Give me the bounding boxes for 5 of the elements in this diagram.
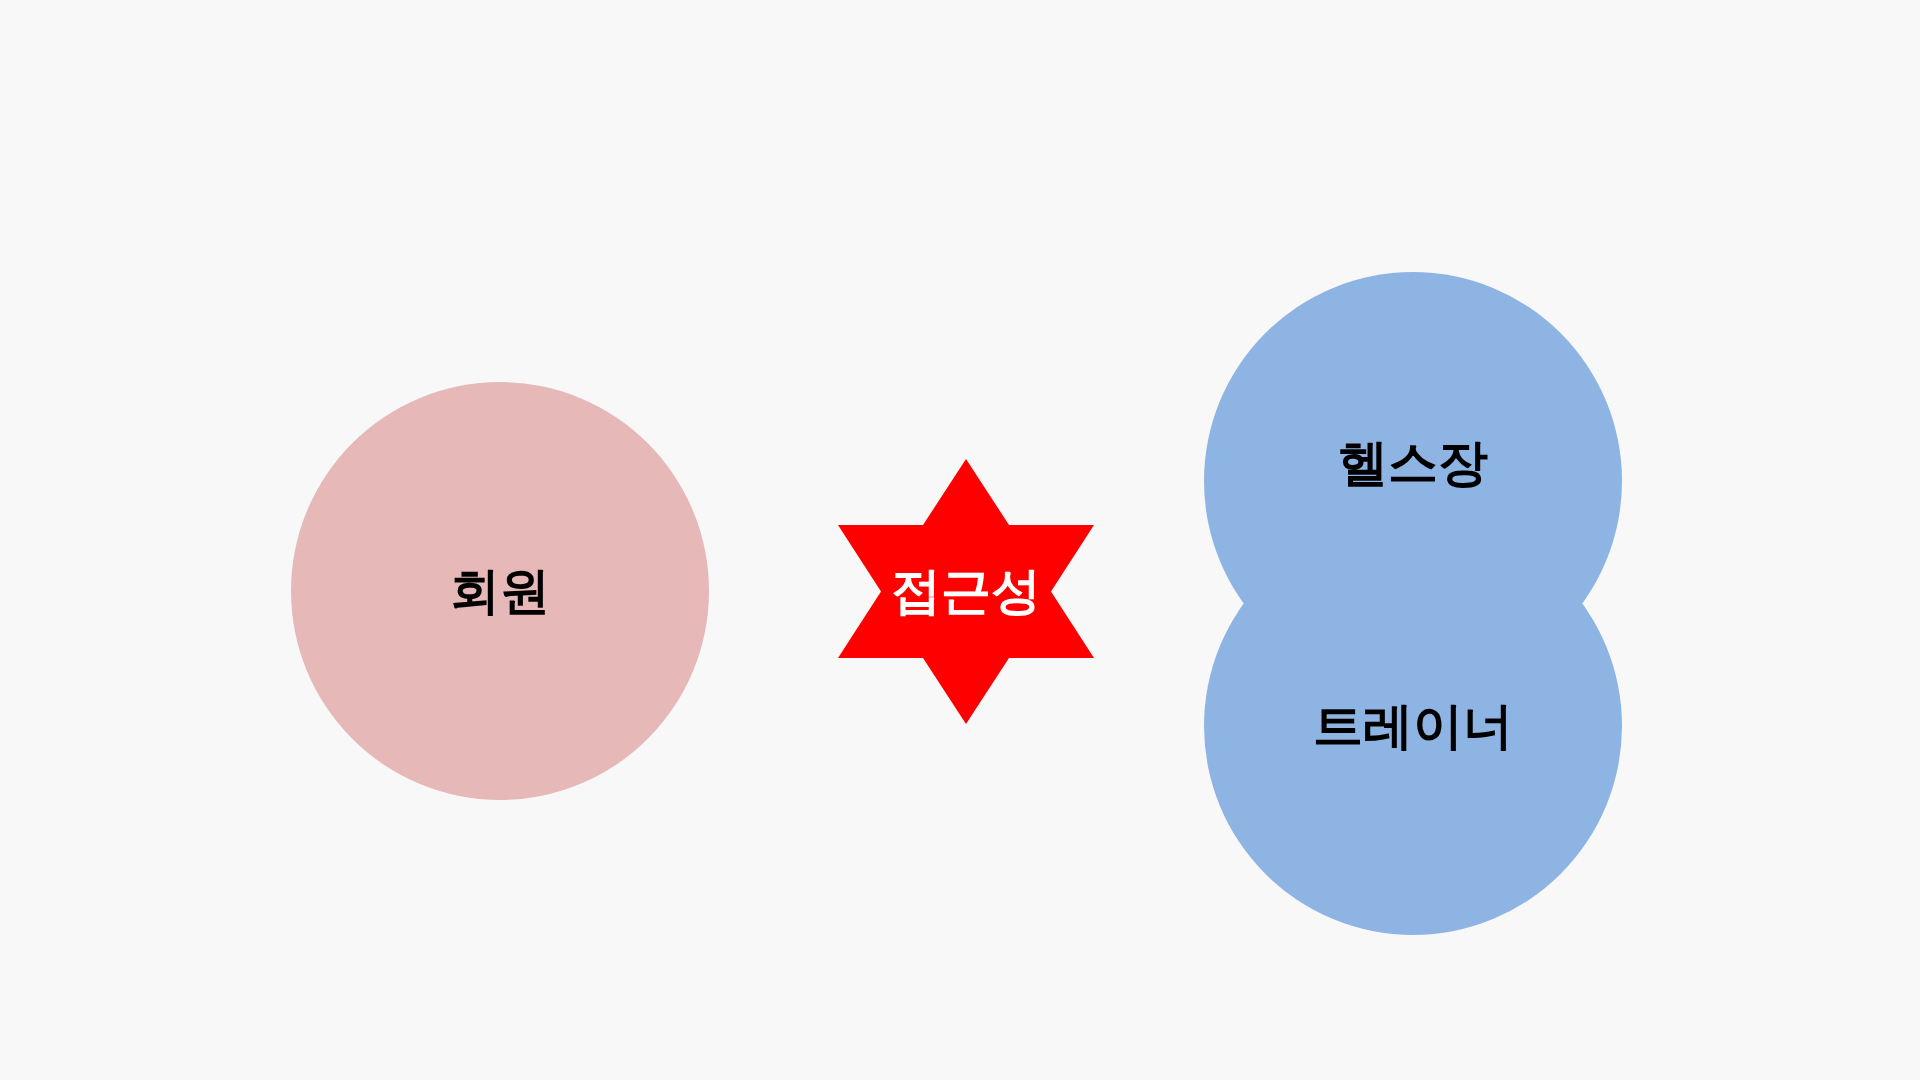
node-label: 접근성 [891,561,1041,622]
node-label: 헬스장 [1338,432,1488,494]
node-label: 트레이너 [1313,696,1513,757]
node-label: 회원 [450,560,550,622]
star-shape [838,459,1094,724]
